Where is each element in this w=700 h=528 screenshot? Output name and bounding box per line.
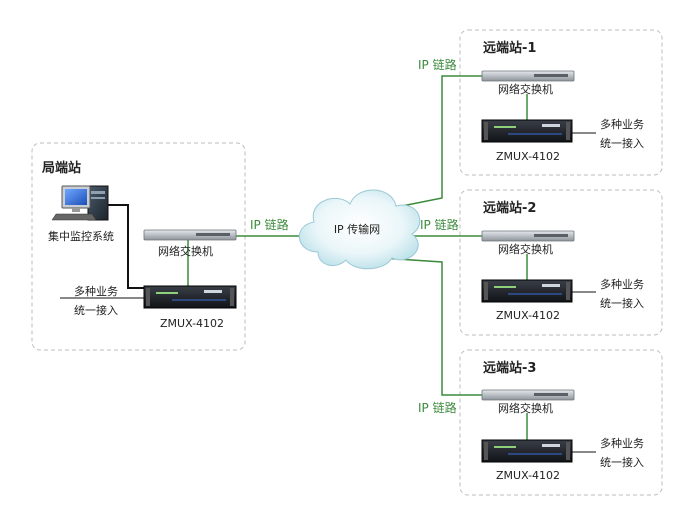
remote-2-device-label: ZMUX-4102: [496, 309, 560, 322]
remote-3-link-label: IP 链路: [418, 400, 457, 415]
remote-3-service-label-1: 多种业务: [600, 436, 644, 450]
remote-2-service-label-2: 统一接入: [600, 297, 644, 310]
remote-3-title: 远端站-3: [483, 360, 536, 376]
local-station-title: 局端站: [42, 160, 81, 176]
remote-1-device-label: ZMUX-4102: [496, 150, 560, 163]
remote-station-1-box: [459, 29, 663, 176]
remote-3-switch-label: 网络交换机: [498, 401, 553, 415]
local-link-label: IP 链路: [250, 217, 289, 232]
remote-1-link-line: [381, 75, 482, 211]
local-switch-label: 网络交换机: [158, 244, 213, 258]
remote-1-switch-label: 网络交换机: [498, 82, 553, 96]
remote-1-switch-icon: [481, 70, 575, 82]
remote-2-service-label-1: 多种业务: [600, 277, 644, 291]
remote-1-title: 远端站-1: [483, 40, 536, 56]
monitor-system-label: 集中监控系统: [48, 229, 114, 243]
remote-3-switch-icon: [481, 389, 575, 401]
monitor-cable-line: [108, 204, 150, 289]
local-service-label-1: 多种业务: [74, 284, 118, 298]
remote-station-3-box: [459, 349, 663, 496]
remote-2-title: 远端站-2: [483, 200, 536, 216]
remote-2-switch-label: 网络交换机: [498, 242, 553, 256]
local-station-box: [31, 142, 246, 351]
ip-cloud-icon: [298, 189, 421, 270]
link-lines: [187, 75, 528, 440]
local-service-label-2: 统一接入: [74, 304, 118, 317]
local-switch-icon: [143, 229, 237, 241]
remote-3-service-label-2: 统一接入: [600, 456, 644, 469]
remote-3-zmux-device-icon: [481, 439, 573, 463]
remote-2-zmux-device-icon: [481, 279, 573, 303]
remote-3-link-line: [381, 257, 482, 396]
computer-icon: [51, 185, 109, 221]
remote-1-link-label: IP 链路: [418, 57, 457, 72]
remote-1-service-label-2: 统一接入: [600, 137, 644, 150]
remote-3-device-label: ZMUX-4102: [496, 469, 560, 482]
remote-1-service-label-1: 多种业务: [600, 117, 644, 131]
local-device-label: ZMUX-4102: [160, 317, 224, 330]
remote-2-link-label: IP 链路: [420, 217, 459, 232]
remote-2-switch-icon: [481, 230, 575, 242]
remote-1-zmux-device-icon: [481, 119, 573, 143]
local-zmux-device-icon: [143, 285, 237, 309]
cloud-label: IP 传输网: [334, 222, 380, 236]
remote-station-2-box: [459, 189, 663, 336]
